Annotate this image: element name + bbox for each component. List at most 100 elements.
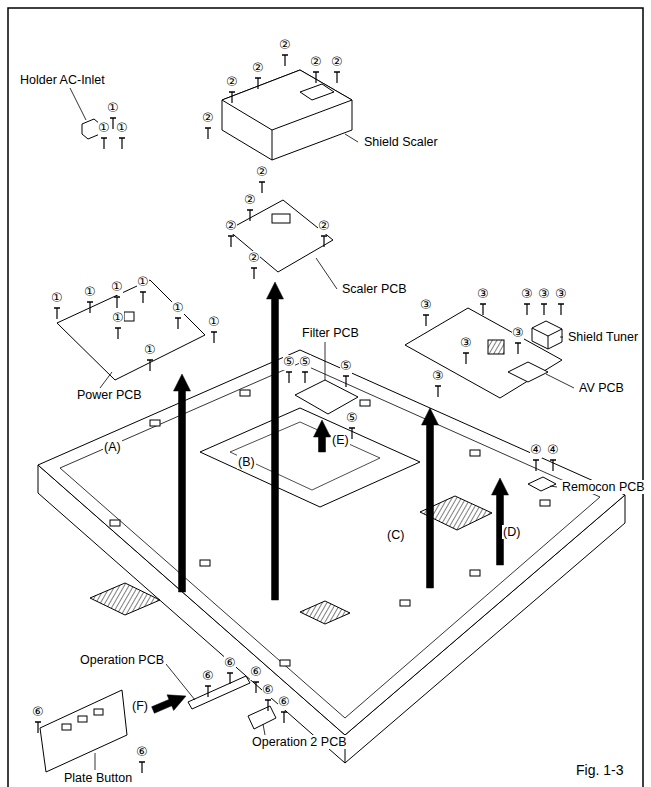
callout-number: ② bbox=[244, 193, 256, 208]
screw-shaft bbox=[142, 292, 143, 303]
screw-shaft bbox=[315, 72, 316, 83]
screw-shaft bbox=[336, 72, 337, 83]
shield-edge bbox=[272, 130, 273, 160]
screw bbox=[247, 210, 253, 221]
screw bbox=[255, 78, 261, 89]
screw bbox=[265, 700, 271, 711]
screw-head bbox=[253, 681, 259, 683]
screw bbox=[281, 712, 287, 723]
callout-number: ② bbox=[310, 55, 322, 70]
screw bbox=[423, 315, 429, 326]
part-name: Holder AC-Inlet bbox=[18, 73, 107, 87]
remocon-pcb bbox=[528, 477, 556, 491]
screw bbox=[175, 318, 181, 329]
screw-head bbox=[229, 91, 235, 93]
callout-number: ② bbox=[318, 219, 330, 234]
chip bbox=[508, 362, 548, 382]
leader-line bbox=[263, 724, 265, 735]
power-pcb bbox=[57, 280, 205, 380]
component bbox=[124, 312, 134, 321]
screw-shaft bbox=[482, 304, 483, 315]
screw-shaft bbox=[257, 78, 258, 89]
screw-head bbox=[205, 127, 211, 129]
screw bbox=[205, 686, 211, 697]
tab bbox=[240, 390, 250, 396]
screw bbox=[119, 138, 125, 149]
screw-shaft bbox=[535, 460, 536, 471]
screw-shaft bbox=[323, 236, 324, 247]
screw-shaft bbox=[253, 268, 254, 279]
removal-arrow bbox=[422, 408, 439, 588]
screw-head bbox=[524, 303, 530, 305]
shield-scaler bbox=[222, 70, 352, 160]
screw bbox=[211, 332, 217, 343]
chassis-recess bbox=[230, 422, 380, 490]
screw-head bbox=[251, 267, 257, 269]
vent bbox=[90, 583, 160, 615]
removal-arrow bbox=[492, 478, 509, 565]
screw-head bbox=[110, 117, 116, 119]
screws bbox=[35, 55, 564, 773]
screw-head bbox=[87, 301, 93, 303]
callout-number: ② bbox=[226, 75, 238, 90]
screw bbox=[550, 460, 556, 471]
screw-head bbox=[205, 685, 211, 687]
callout-number: ② bbox=[225, 219, 237, 234]
callout-number: ⑥ bbox=[202, 669, 214, 684]
screw bbox=[228, 236, 234, 247]
callout-number: ④ bbox=[530, 443, 542, 458]
button bbox=[78, 716, 87, 722]
tab bbox=[200, 560, 210, 566]
screw bbox=[524, 304, 530, 315]
screw-shaft bbox=[267, 700, 268, 711]
part-name: AV PCB bbox=[577, 381, 626, 395]
tab bbox=[110, 520, 120, 526]
screw-head bbox=[302, 371, 308, 373]
leader-line bbox=[316, 258, 337, 289]
screw-head bbox=[334, 71, 340, 73]
callout-number: ① bbox=[116, 121, 128, 136]
screw-shaft bbox=[121, 138, 122, 149]
screw-shaft bbox=[103, 138, 104, 149]
screw-shaft bbox=[552, 460, 553, 471]
part-name: Operation PCB bbox=[78, 653, 166, 667]
leader-line bbox=[166, 664, 195, 700]
screw-shaft bbox=[465, 353, 466, 364]
screw-head bbox=[114, 296, 120, 298]
screw-shaft bbox=[249, 210, 250, 221]
leader-line bbox=[95, 753, 96, 770]
screw-shaft bbox=[117, 328, 118, 339]
screw bbox=[541, 304, 547, 315]
screw bbox=[302, 372, 308, 383]
callout-number: ⑥ bbox=[262, 683, 274, 698]
screw bbox=[139, 762, 145, 773]
callout-number: ⑤ bbox=[299, 355, 311, 370]
callout-number: ② bbox=[331, 55, 343, 70]
screw-shaft bbox=[261, 182, 262, 193]
figure-caption: Fig. 1-3 bbox=[574, 762, 625, 778]
callout-number: ① bbox=[111, 280, 123, 295]
screw bbox=[533, 460, 539, 471]
screw-shaft bbox=[89, 302, 90, 313]
callout-number: ② bbox=[279, 38, 291, 53]
screw-head bbox=[550, 459, 556, 461]
screw-shaft bbox=[230, 236, 231, 247]
screw-head bbox=[463, 352, 469, 354]
screw-shaft bbox=[517, 343, 518, 354]
screw bbox=[35, 722, 41, 733]
screw bbox=[558, 304, 564, 315]
screw-head bbox=[247, 209, 253, 211]
part-name: Remocon PCB bbox=[560, 480, 647, 494]
screw-shaft bbox=[560, 304, 561, 315]
callout-number: ⑥ bbox=[32, 705, 44, 720]
screw-head bbox=[281, 711, 287, 713]
arrow-letter: (A) bbox=[103, 440, 122, 454]
leader-line bbox=[345, 134, 358, 142]
screw-shaft bbox=[149, 360, 150, 371]
screw-head bbox=[175, 317, 181, 319]
plate-button bbox=[40, 690, 127, 772]
screw bbox=[251, 268, 257, 279]
screw-head bbox=[139, 761, 145, 763]
screw-head bbox=[282, 54, 288, 56]
leader-line bbox=[325, 342, 326, 380]
